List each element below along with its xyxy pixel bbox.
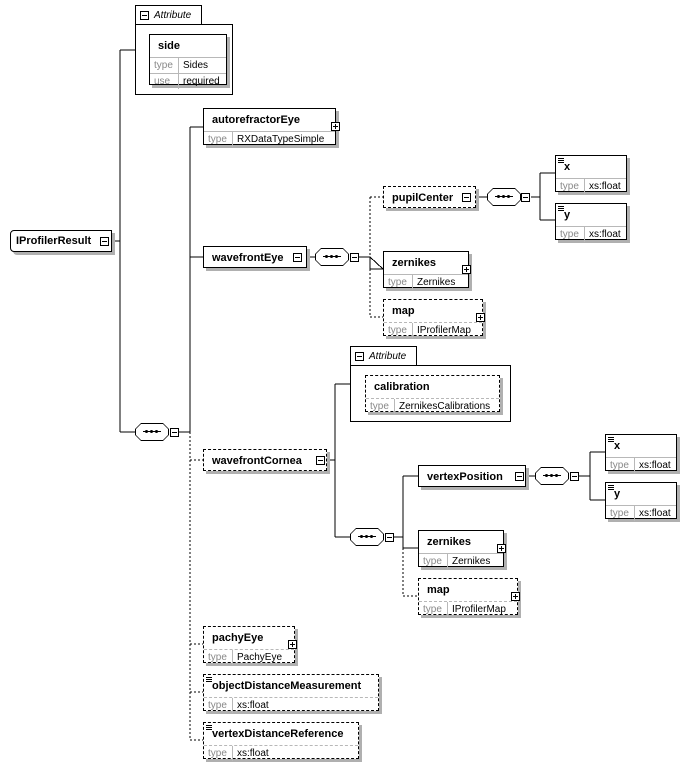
collapse-toggle-icon[interactable] (570, 472, 579, 481)
collapse-toggle-icon[interactable] (293, 253, 302, 262)
leaf-element-icon (558, 206, 564, 211)
element-name: x (564, 161, 571, 173)
element-name: y (614, 488, 621, 500)
element-name: y (564, 209, 571, 221)
root-element-label: IProfilerResult (16, 235, 92, 247)
element-name: pachyEye (212, 632, 264, 644)
sequence-compositor-icon (135, 423, 169, 441)
attribute-use-row: use required (150, 73, 226, 89)
sequence-compositor-icon (315, 248, 349, 266)
type-row: type IProfilerMap (384, 322, 482, 338)
element-vertex-x[interactable]: x type xs:float (605, 434, 677, 473)
type-row: type Zernikes (384, 274, 468, 290)
collapse-toggle-icon[interactable] (316, 456, 325, 465)
element-pupil-y[interactable]: y type xs:float (555, 203, 627, 242)
sequence-compositor-icon (487, 188, 521, 206)
attribute-name: calibration (374, 381, 430, 393)
element-name: objectDistanceMeasurement (212, 680, 362, 692)
element-name: map (427, 584, 450, 596)
leaf-element-icon (608, 437, 614, 442)
attribute-group-frame: side type Sides use required (135, 24, 233, 95)
element-map[interactable]: map type IProfilerMap (418, 578, 520, 617)
root-element-iprofilerresult[interactable]: IProfilerResult (10, 230, 112, 252)
element-autorefractoreye[interactable]: autorefractorEye type RXDataTypeSimple (203, 108, 340, 147)
collapse-toggle-icon[interactable] (385, 533, 394, 542)
element-pupil-x[interactable]: x type xs:float (555, 155, 627, 194)
element-name: pupilCenter (392, 192, 454, 204)
attribute-group-header: Attribute (135, 5, 202, 25)
element-pachyeye[interactable]: pachyEye type PachyEye (203, 626, 297, 665)
collapse-toggle-icon[interactable] (515, 472, 524, 481)
collapse-toggle-icon[interactable] (462, 193, 471, 202)
element-wavefrontcornea[interactable]: wavefrontCornea (203, 449, 327, 471)
attribute-group-header: Attribute (350, 346, 417, 366)
element-zernikes[interactable]: zernikes type Zernikes (383, 251, 471, 290)
collapse-toggle-icon[interactable] (350, 253, 359, 262)
attribute-group-title: Attribute (369, 351, 407, 362)
leaf-element-icon (206, 677, 212, 682)
leaf-element-icon (608, 485, 614, 490)
element-vertexposition[interactable]: vertexPosition (418, 465, 526, 487)
element-name: vertexPosition (427, 471, 503, 483)
element-name: wavefrontEye (212, 252, 284, 264)
element-name: map (392, 305, 415, 317)
attribute-type-row: type Sides (150, 57, 226, 73)
expand-toggle-icon[interactable] (511, 592, 520, 601)
type-row: type Zernikes (419, 553, 503, 569)
type-row: type RXDataTypeSimple (204, 131, 335, 147)
element-vertexdistancereference[interactable]: vertexDistanceReference type xs:float (203, 722, 359, 761)
attribute-calibration[interactable]: calibration type ZernikesCalibrations (365, 375, 500, 414)
element-name: x (614, 440, 621, 452)
sequence-compositor-icon (535, 467, 569, 485)
attribute-type-row: type ZernikesCalibrations (366, 398, 499, 414)
element-wavefronteye[interactable]: wavefrontEye (203, 246, 307, 268)
expand-toggle-icon[interactable] (462, 265, 471, 274)
leaf-element-icon (558, 158, 564, 163)
type-row: type xs:float (204, 745, 358, 761)
collapse-toggle-icon[interactable] (521, 193, 530, 202)
expand-toggle-icon[interactable] (497, 544, 506, 553)
sequence-compositor-icon (350, 528, 384, 546)
attribute-group-title: Attribute (154, 10, 192, 21)
collapse-toggle-icon[interactable] (100, 237, 109, 246)
element-vertex-y[interactable]: y type xs:float (605, 482, 677, 521)
element-name: zernikes (392, 257, 437, 269)
leaf-element-icon (206, 725, 212, 730)
element-name: autorefractorEye (212, 114, 301, 126)
type-row: type xs:float (606, 457, 676, 473)
expand-toggle-icon[interactable] (331, 122, 340, 131)
element-pupilcenter[interactable]: pupilCenter (383, 186, 476, 208)
expand-toggle-icon[interactable] (288, 640, 297, 649)
attribute-group-frame: calibration type ZernikesCalibrations (350, 365, 511, 422)
collapse-toggle-icon[interactable] (170, 428, 179, 437)
element-objectdistancemeasurement[interactable]: objectDistanceMeasurement type xs:float (203, 674, 379, 713)
element-zernikes[interactable]: zernikes type Zernikes (418, 530, 506, 569)
collapse-toggle-icon[interactable] (140, 11, 149, 20)
type-row: type xs:float (204, 697, 378, 713)
type-row: type PachyEye (204, 649, 294, 665)
type-row: type xs:float (556, 178, 626, 194)
type-row: type xs:float (606, 505, 676, 521)
element-name: wavefrontCornea (212, 455, 302, 467)
type-row: type xs:float (556, 226, 626, 242)
element-name: zernikes (427, 536, 472, 548)
element-name: vertexDistanceReference (212, 728, 344, 740)
expand-toggle-icon[interactable] (476, 313, 485, 322)
attribute-side[interactable]: side type Sides use required (149, 34, 227, 89)
attribute-name: side (158, 40, 181, 52)
type-row: type IProfilerMap (419, 601, 517, 617)
element-map[interactable]: map type IProfilerMap (383, 299, 485, 338)
collapse-toggle-icon[interactable] (355, 352, 364, 361)
